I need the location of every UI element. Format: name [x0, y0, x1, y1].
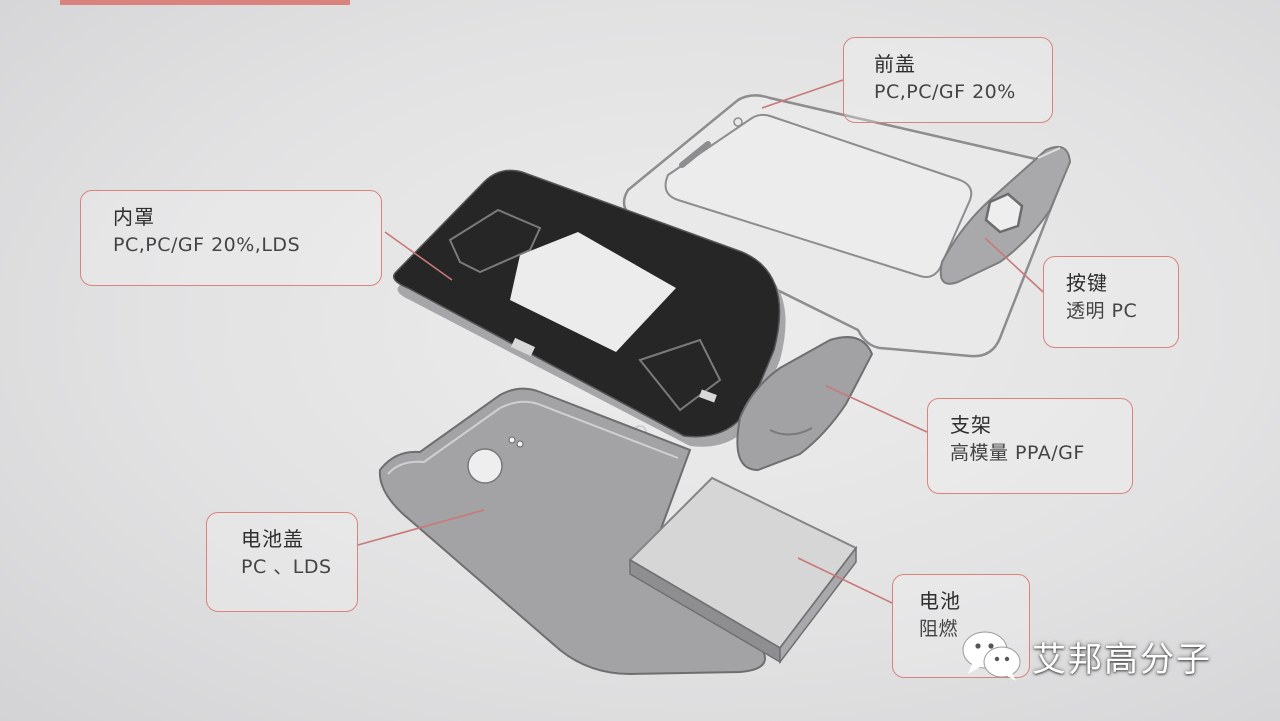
callout-keys-name: 按键 [1066, 271, 1108, 295]
callout-inner-shield-name: 内罩 [113, 205, 155, 229]
callout-bracket: 支架 高模量 PPA/GF [927, 398, 1133, 494]
callout-battery-material: 阻燃 [919, 618, 959, 640]
bracket-part [736, 336, 874, 472]
callout-battery-cover-name: 电池盖 [241, 527, 304, 551]
keys-part [939, 146, 1072, 285]
callout-bracket-name: 支架 [950, 413, 992, 437]
leader-lines [357, 79, 1044, 604]
leader-bracket [825, 385, 928, 433]
inner-shield-part [393, 169, 786, 447]
callout-front-cover: 前盖 PC,PC/GF 20% [843, 37, 1053, 123]
callout-inner-shield: 内罩 PC,PC/GF 20%,LDS [80, 190, 382, 286]
wechat-icon [962, 631, 1021, 681]
callout-keys-material: 透明 PC [1066, 300, 1138, 322]
battery-cover-part [378, 387, 766, 676]
callout-inner-shield-material: PC,PC/GF 20%,LDS [113, 234, 301, 256]
callout-front-cover-name: 前盖 [874, 52, 916, 76]
callout-battery-name: 电池 [919, 589, 961, 613]
callout-battery-cover-material: PC 、LDS [241, 556, 332, 578]
leader-front-cover [761, 79, 844, 109]
callout-keys: 按键 透明 PC [1043, 256, 1179, 348]
leader-battery-cover [357, 509, 485, 546]
top-red-strip [60, 0, 350, 5]
callout-front-cover-material: PC,PC/GF 20% [874, 81, 1016, 103]
watermark: 艾邦高分子 [960, 628, 1212, 684]
leader-battery [797, 557, 893, 604]
callout-bracket-material: 高模量 PPA/GF [950, 442, 1085, 464]
callout-battery-cover: 电池盖 PC 、LDS [206, 512, 358, 612]
leader-inner-shield [384, 231, 453, 281]
leader-keys [984, 237, 1044, 293]
watermark-text: 艾邦高分子 [1032, 639, 1212, 680]
